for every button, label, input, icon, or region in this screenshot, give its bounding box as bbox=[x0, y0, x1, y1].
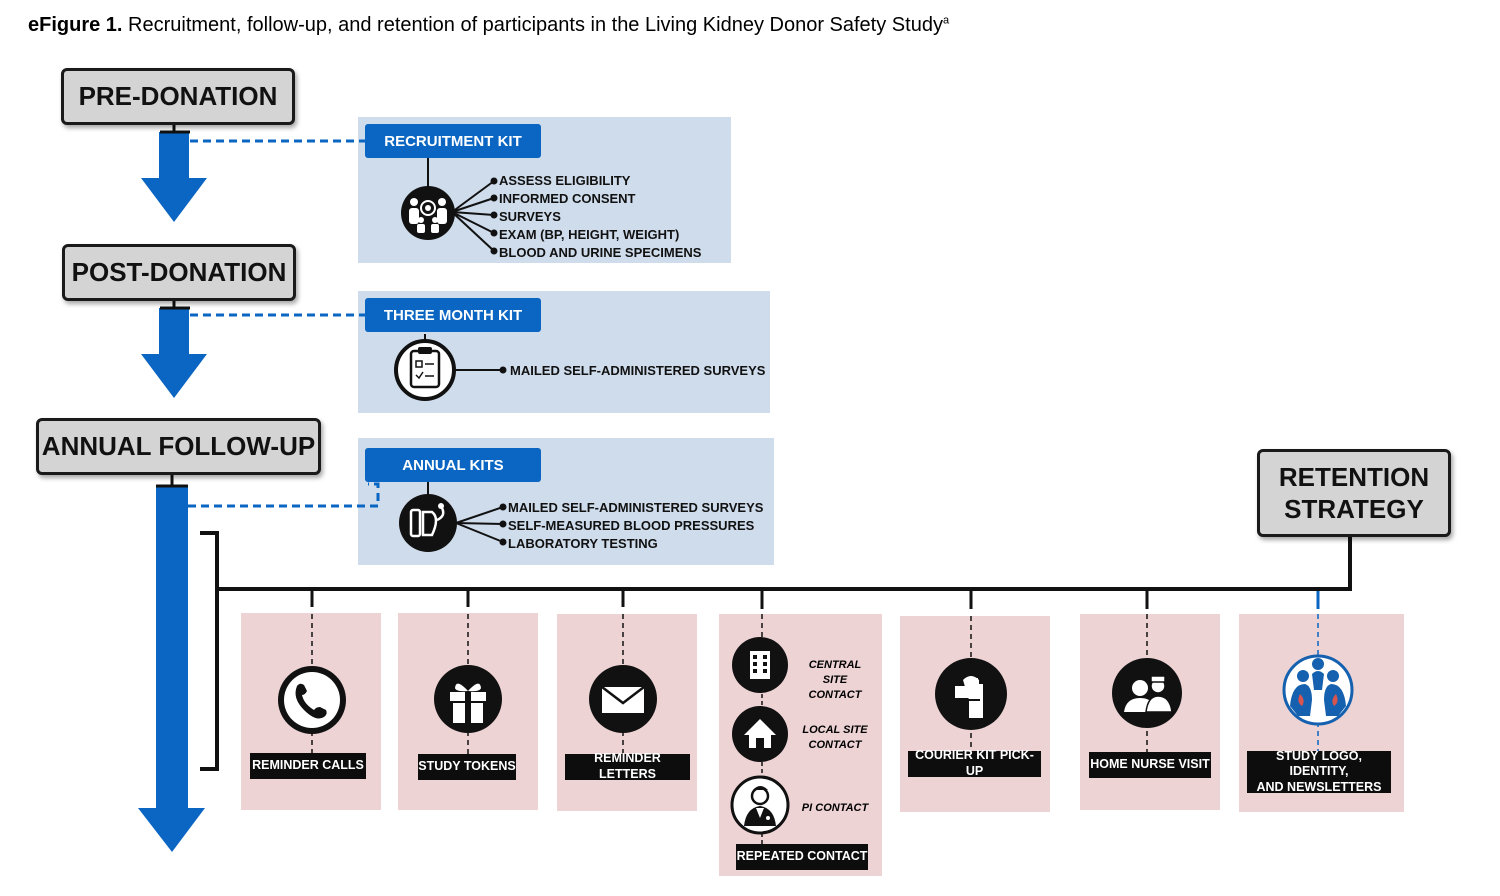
stage-post-donation-label: POST-DONATION bbox=[71, 257, 287, 288]
reminder-calls-label: REMINDER CALLS bbox=[250, 753, 366, 779]
recruitment-item: SURVEYS bbox=[499, 209, 561, 224]
courier-icon bbox=[935, 658, 1007, 730]
doctor-icon bbox=[730, 775, 790, 835]
repeated-contact-text: REPEATED CONTACT bbox=[736, 849, 868, 864]
flow-arrow-annual bbox=[138, 486, 205, 852]
study-logo-text-line1: STUDY LOGO, IDENTITY, bbox=[1276, 748, 1362, 779]
central-site-line1: CENTRAL bbox=[808, 659, 862, 671]
gift-icon bbox=[434, 665, 502, 733]
reminder-letters-text: REMINDER LETTERS bbox=[594, 751, 661, 781]
repeated-contact-label: REPEATED CONTACT bbox=[736, 844, 868, 870]
stage-pre-donation: PRE-DONATION bbox=[61, 68, 295, 125]
caption-text: Recruitment, follow-up, and retention of… bbox=[128, 14, 943, 36]
retention-label-line2: STRATEGY bbox=[1284, 494, 1424, 524]
local-site-line1: LOCAL SITE bbox=[802, 724, 868, 736]
annual-item: MAILED SELF-ADMINISTERED SURVEYS bbox=[508, 500, 764, 515]
study-logo-label: STUDY LOGO, IDENTITY, AND NEWSLETTERS bbox=[1247, 748, 1391, 794]
stage-annual-follow-up-label: ANNUAL FOLLOW-UP bbox=[41, 431, 316, 462]
annual-connector bbox=[188, 482, 380, 508]
family-group-icon bbox=[401, 186, 455, 240]
figure-caption: eFigure 1. Recruitment, follow-up, and r… bbox=[28, 14, 949, 37]
clipboard-icon bbox=[394, 339, 456, 401]
three-month-kit-title: THREE MONTH KIT bbox=[365, 298, 541, 332]
envelope-icon bbox=[589, 665, 657, 733]
building-icon bbox=[732, 637, 788, 693]
follow-up-bracket bbox=[200, 531, 219, 771]
caption-footnote: a bbox=[942, 14, 950, 27]
annual-kits-title: ANNUAL KITS bbox=[365, 448, 541, 482]
stage-post-donation: POST-DONATION bbox=[62, 244, 296, 301]
local-site-contact-label: LOCAL SITE CONTACT bbox=[796, 723, 874, 753]
recruitment-item: BLOOD AND URINE SPECIMENS bbox=[499, 245, 702, 260]
flow-arrow-post bbox=[141, 308, 207, 398]
reminder-letters-label: REMINDER LETTERS bbox=[565, 751, 690, 781]
stage-pre-donation-label: PRE-DONATION bbox=[78, 81, 278, 112]
recruitment-kit-title-text: RECRUITMENT KIT bbox=[384, 132, 522, 150]
annual-item: LABORATORY TESTING bbox=[508, 536, 658, 551]
recruitment-item: EXAM (BP, HEIGHT, WEIGHT) bbox=[499, 227, 680, 242]
retention-label-line1: RETENTION bbox=[1278, 461, 1430, 492]
study-tokens-text: STUDY TOKENS bbox=[418, 759, 516, 774]
study-tokens-label: STUDY TOKENS bbox=[418, 754, 516, 780]
recruitment-item: ASSESS ELIGIBILITY bbox=[499, 173, 631, 188]
blood-pressure-icon bbox=[399, 494, 457, 552]
annual-item: SELF-MEASURED BLOOD PRESSURES bbox=[508, 518, 755, 533]
nurse-icon bbox=[1112, 658, 1182, 728]
home-nurse-label: HOME NURSE VISIT bbox=[1089, 752, 1211, 778]
pi-contact-label: PI CONTACT bbox=[796, 801, 874, 816]
study-logo-text-line2: AND NEWSLETTERS bbox=[1256, 779, 1382, 794]
local-site-line2: CONTACT bbox=[808, 738, 862, 751]
central-site-line2: SITE CONTACT bbox=[808, 673, 862, 701]
study-logo-icon bbox=[1282, 654, 1354, 726]
house-icon bbox=[732, 706, 788, 762]
reminder-calls-text: REMINDER CALLS bbox=[252, 758, 364, 773]
stage-retention-strategy: RETENTION STRATEGY bbox=[1257, 449, 1451, 537]
three-month-kit-title-text: THREE MONTH KIT bbox=[383, 306, 523, 324]
stage-annual-follow-up: ANNUAL FOLLOW-UP bbox=[36, 418, 321, 475]
three-month-item: MAILED SELF-ADMINISTERED SURVEYS bbox=[510, 363, 766, 378]
courier-kit-text: COURIER KIT PICK-UP bbox=[915, 748, 1034, 778]
recruitment-kit-title: RECRUITMENT KIT bbox=[365, 124, 541, 158]
caption-label: eFigure 1. bbox=[28, 14, 123, 36]
flow-arrow-pre bbox=[141, 132, 207, 222]
phone-icon bbox=[278, 666, 346, 734]
recruitment-item: INFORMED CONSENT bbox=[499, 191, 636, 206]
annual-kits-title-text: ANNUAL KITS bbox=[402, 456, 504, 474]
courier-kit-label: COURIER KIT PICK-UP bbox=[908, 748, 1041, 778]
central-site-contact-label: CENTRAL SITE CONTACT bbox=[796, 658, 874, 703]
home-nurse-text: HOME NURSE VISIT bbox=[1090, 757, 1210, 772]
pi-contact-text: PI CONTACT bbox=[801, 802, 869, 814]
